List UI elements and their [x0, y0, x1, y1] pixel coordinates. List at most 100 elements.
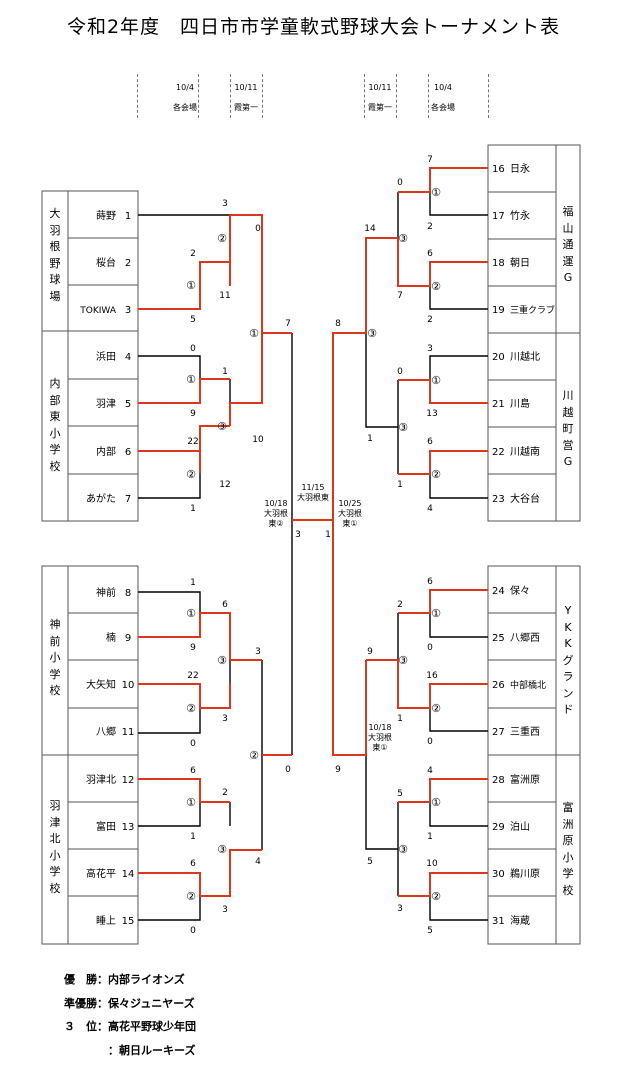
- bracket-line: [429, 286, 488, 310]
- venue-label: 大羽根野球場: [49, 207, 61, 303]
- winner-line: [398, 778, 488, 803]
- seed-number: 27: [492, 727, 505, 738]
- winner-line: [397, 238, 488, 287]
- score: 12: [219, 480, 230, 490]
- score: 2: [427, 315, 433, 325]
- seed-number: 11: [122, 727, 135, 738]
- team-name: 中部橋北: [510, 679, 546, 691]
- score: 0: [427, 737, 433, 747]
- seed-number: 25: [492, 633, 505, 644]
- score: 2: [190, 249, 196, 259]
- score: 0: [255, 224, 261, 234]
- seed-number: 9: [125, 633, 131, 644]
- winner-line: [138, 778, 230, 803]
- team-name: 神前: [96, 586, 116, 599]
- score: 6: [427, 249, 433, 259]
- bracket-line: [429, 896, 488, 921]
- seed-number: 31: [492, 916, 505, 927]
- score: 16: [426, 671, 438, 681]
- score: 9: [335, 765, 341, 775]
- final-venue: 大羽根東: [297, 492, 329, 502]
- winner-line: [398, 379, 488, 404]
- seed-number: 16: [492, 164, 505, 175]
- qf-date: 10/18: [368, 723, 391, 732]
- score: 5: [190, 315, 196, 325]
- score: 10: [252, 435, 264, 445]
- game-number-mark: ③: [398, 843, 408, 856]
- game-number-mark: ①: [249, 327, 259, 340]
- seed-number: 8: [125, 588, 131, 599]
- team-name: 朝日: [510, 257, 530, 269]
- score: 0: [190, 344, 196, 354]
- seed-number: 19: [492, 305, 505, 316]
- seed-number: 14: [122, 869, 135, 880]
- winner-line: [138, 261, 230, 310]
- seed-number: 5: [125, 399, 131, 410]
- team-name: 川越南: [510, 445, 540, 458]
- team-name: 睡上: [96, 914, 116, 927]
- team-name: 桜台: [96, 256, 116, 269]
- seed-number: 15: [122, 916, 135, 927]
- game-number-mark: ②: [186, 702, 196, 715]
- game-number-mark: ①: [431, 186, 441, 199]
- bracket-line: [429, 355, 488, 380]
- score: 6: [190, 859, 196, 869]
- team-name: 川島: [510, 397, 530, 410]
- game-number-mark: ②: [431, 280, 441, 293]
- result-runner-up: 準優勝：保々ジュニヤーズ: [64, 996, 195, 1010]
- winner-line: [138, 849, 262, 897]
- winner-line: [138, 378, 230, 404]
- team-name: 楠: [106, 631, 116, 644]
- score: 14: [364, 224, 376, 234]
- schedule-divider: [488, 74, 489, 118]
- seed-number: 26: [492, 680, 505, 691]
- team-name: 羽津: [96, 398, 116, 410]
- score: 3: [222, 199, 228, 209]
- bracket-line: [138, 802, 201, 827]
- team-name: 三重クラブ: [510, 304, 555, 316]
- schedule-divider: [198, 74, 199, 118]
- score: 6: [190, 766, 196, 776]
- score: 0: [397, 367, 403, 377]
- bracket-line: [138, 474, 201, 499]
- score: 7: [285, 319, 291, 329]
- seed-number: 30: [492, 869, 505, 880]
- game-number-mark: ①: [186, 279, 196, 292]
- score: 1: [325, 530, 331, 540]
- bracket-line: [138, 708, 201, 734]
- team-name: 泊山: [510, 821, 530, 833]
- team-name: 大谷台: [510, 492, 540, 505]
- semifinal-left-field: 東②: [268, 518, 283, 528]
- score: 1: [427, 832, 433, 842]
- score: 5: [397, 789, 403, 799]
- seed-number: 23: [492, 494, 505, 505]
- game-number-mark: ③: [217, 654, 227, 667]
- team-name: 浜田: [96, 351, 116, 363]
- game-number-mark: ①: [431, 796, 441, 809]
- team-name: 三重西: [510, 725, 540, 738]
- game-number-mark: ③: [217, 843, 227, 856]
- page-title: 令和2年度 四日市市学童軟式野球大会トーナメント表: [66, 16, 561, 38]
- schedule-divider: [364, 74, 365, 118]
- score: 2: [222, 788, 228, 798]
- team-name: 竹永: [510, 209, 530, 222]
- team-name: 大矢知: [86, 678, 116, 691]
- score: 1: [397, 480, 403, 490]
- venue-label: 富洲原小学校: [562, 801, 574, 897]
- winner-line: [138, 683, 231, 709]
- game-number-mark: ②: [431, 890, 441, 903]
- bracket-line: [429, 192, 488, 216]
- bracket-line: [138, 591, 201, 613]
- game-number-mark: ①: [431, 374, 441, 387]
- score: 0: [397, 178, 403, 188]
- score: 3: [397, 904, 403, 914]
- score: 0: [190, 739, 196, 749]
- venue-label: 神前小学校: [49, 618, 61, 697]
- schedule-divider: [262, 74, 263, 118]
- winner-line: [229, 214, 263, 333]
